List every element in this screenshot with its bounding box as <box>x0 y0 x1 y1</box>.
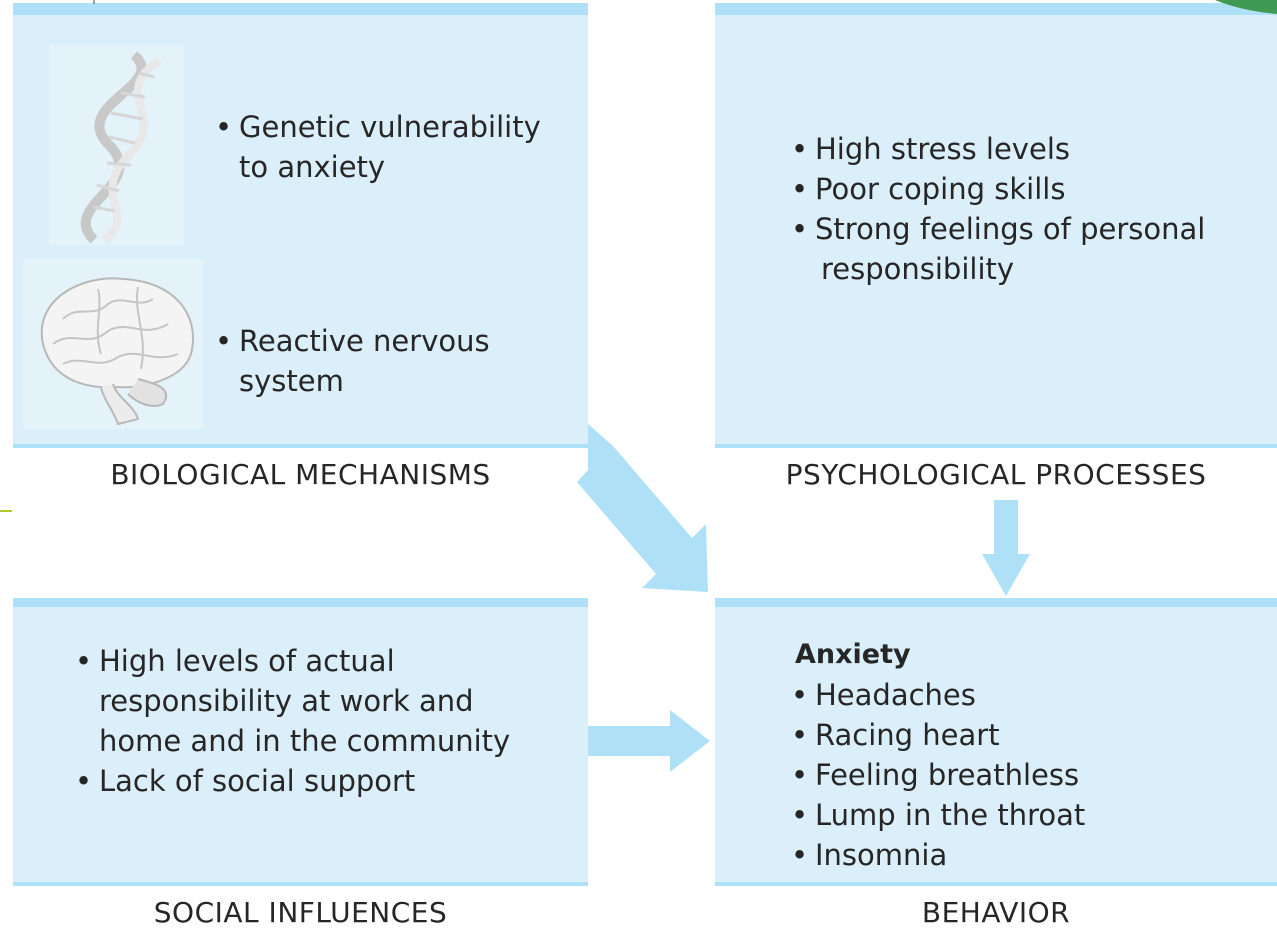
soc-item-2: Lack of social support <box>99 764 416 798</box>
beh-item-3: Feeling breathless <box>815 758 1080 792</box>
soc-item-1-line1: High levels of actual <box>99 644 395 678</box>
corner-accent <box>1215 0 1277 14</box>
bullet-icon: • <box>791 212 809 246</box>
behavior-items: •Headaches •Racing heart •Feeling breath… <box>791 675 1085 875</box>
brain-icon <box>23 259 203 433</box>
behavior-label: BEHAVIOR <box>921 896 1071 929</box>
beh-item-4: Lump in the throat <box>815 798 1086 832</box>
biological-mechanisms-panel: •Genetic vulnerability to anxiety •React… <box>13 3 588 448</box>
psy-item-3-line2: responsibility <box>821 252 1015 286</box>
bullet-icon: • <box>791 838 809 872</box>
bullet-icon: • <box>791 172 809 206</box>
bio-item-1-line1: Genetic vulnerability <box>239 110 541 144</box>
bio-item-1-line2: to anxiety <box>239 150 386 184</box>
bullet-icon: • <box>75 644 93 678</box>
psy-item-1: High stress levels <box>815 132 1070 166</box>
arrow-psychological-to-behavior <box>982 500 1030 596</box>
beh-item-5: Insomnia <box>815 838 948 872</box>
bullet-icon: • <box>215 110 233 144</box>
psychological-processes-label: PSYCHOLOGICAL PROCESSES <box>785 458 1207 491</box>
dna-helix-icon <box>49 45 184 249</box>
biological-item-1: •Genetic vulnerability to anxiety <box>215 107 541 187</box>
psy-item-2: Poor coping skills <box>815 172 1066 206</box>
biological-mechanisms-label: BIOLOGICAL MECHANISMS <box>110 458 491 491</box>
bio-item-2-line1: Reactive nervous <box>239 324 490 358</box>
bullet-icon: • <box>791 718 809 752</box>
bio-item-2-line2: system <box>239 364 344 398</box>
beh-item-1: Headaches <box>815 678 976 712</box>
social-influences-panel: •High levels of actual responsibility at… <box>13 598 588 886</box>
psychological-processes-panel: •High stress levels •Poor coping skills … <box>715 3 1277 448</box>
psy-item-3-line1: Strong feelings of personal <box>815 212 1206 246</box>
arrow-social-to-behavior <box>588 710 710 772</box>
psychological-items: •High stress levels •Poor coping skills … <box>791 129 1205 289</box>
bullet-icon: • <box>791 678 809 712</box>
arrow-biological-to-behavior <box>577 424 708 592</box>
biological-item-2: •Reactive nervous system <box>215 321 490 401</box>
bullet-icon: • <box>791 798 809 832</box>
behavior-panel: Anxiety •Headaches •Racing heart •Feelin… <box>715 598 1277 886</box>
bullet-icon: • <box>75 764 93 798</box>
soc-item-1-line2: responsibility at work and <box>99 684 474 718</box>
bullet-icon: • <box>791 132 809 166</box>
soc-item-1-line3: home and in the community <box>99 724 511 758</box>
anxiety-heading: Anxiety <box>795 639 911 670</box>
bullet-icon: • <box>791 758 809 792</box>
social-influences-label: SOCIAL INFLUENCES <box>153 896 448 929</box>
beh-item-2: Racing heart <box>815 718 1000 752</box>
social-items: •High levels of actual responsibility at… <box>75 641 510 801</box>
bullet-icon: • <box>215 324 233 358</box>
